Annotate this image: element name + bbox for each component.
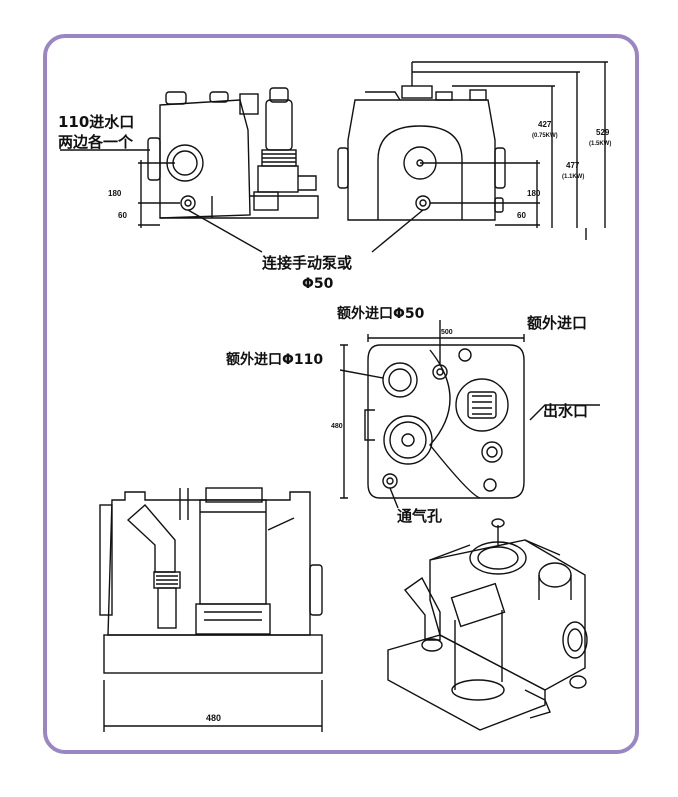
top-view [339, 320, 600, 509]
manual-pump-label-line2: Φ50 [302, 276, 334, 292]
outlet-circle [481, 441, 503, 463]
dim-480-width: 480 [206, 713, 221, 723]
dim-427: 427 [538, 120, 552, 129]
dim-480-depth: 480 [331, 423, 343, 430]
dim-427-note: (0.75KW) [532, 133, 558, 139]
dim-477: 477 [566, 161, 580, 170]
dim-500: 500 [441, 329, 453, 336]
dim-180-left: 180 [108, 189, 122, 198]
side-view [337, 61, 608, 240]
outlet-label: 出水口 [543, 402, 588, 420]
isometric-view [387, 518, 588, 731]
dim-529: 529 [596, 128, 610, 137]
extra-inlet-110-circle [382, 362, 418, 398]
front-view [138, 87, 319, 228]
vent-label: 通气孔 [397, 507, 442, 525]
manual-pump-label-line1: 连接手动泵或 [262, 254, 352, 272]
extra-inlet-label: 额外进口 [527, 314, 587, 332]
diagram-frame [43, 34, 639, 754]
extra-inlet-110-label: 额外进口Φ110 [226, 351, 323, 368]
extra-inlet-50-label: 额外进口Φ50 [337, 305, 425, 322]
dim-477-note: (1.1KW) [562, 174, 584, 180]
dim-60-left: 60 [118, 211, 127, 220]
front-view-large [99, 487, 323, 732]
inlet-110-label-line1: 110进水口 [58, 113, 134, 131]
inlet-110-label-line2: 两边各一个 [58, 133, 134, 151]
dim-529-note: (1.5KW) [589, 141, 611, 147]
dim-60-right: 60 [517, 211, 526, 220]
manual-pump-leader [187, 209, 424, 253]
dim-180-right: 180 [527, 189, 541, 198]
